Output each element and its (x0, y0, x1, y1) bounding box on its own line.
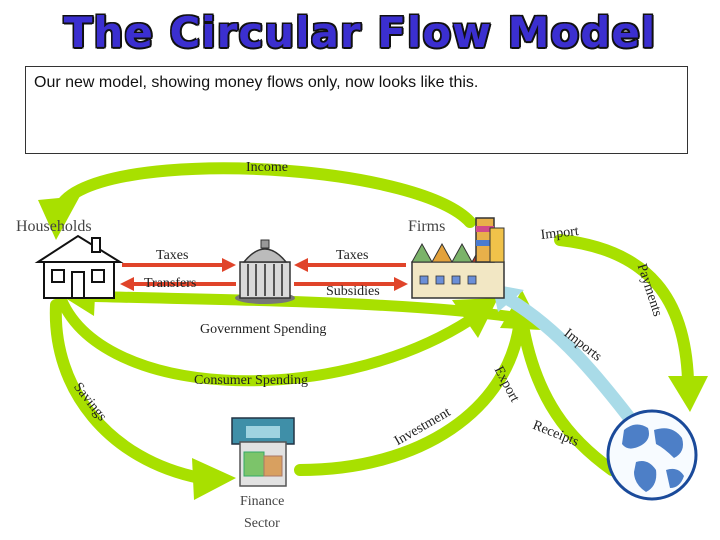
firms-label: Firms (408, 218, 446, 235)
subsidies-arrow (294, 277, 408, 291)
money-machine-icon (231, 417, 295, 487)
page-title: The Circular Flow Model (63, 8, 657, 57)
tax-arrow-households (122, 258, 236, 272)
caption-text: Our new model, showing money flows only,… (34, 74, 479, 91)
government-spending-label: Government Spending (200, 322, 327, 337)
finance-sector-label-line1: Finance (240, 494, 285, 509)
globe-icon (606, 409, 698, 501)
house-icon (34, 234, 124, 299)
consumer-spending-label: Consumer Spending (194, 373, 308, 388)
factory-icon (411, 217, 505, 299)
households-label: Households (16, 218, 92, 235)
savings-arrow (49, 299, 236, 500)
income-arrow (38, 162, 476, 240)
subsidies-label: Subsidies (326, 284, 380, 299)
government-building-icon (235, 239, 295, 304)
finance-sector-label-line2: Sector (244, 516, 280, 531)
income-label: Income (246, 160, 288, 175)
tax-arrow-firms (294, 258, 406, 272)
transfers-label: Transfers (144, 276, 197, 291)
taxes-right-label: Taxes (336, 248, 369, 263)
caption-box: Our new model, showing money flows only,… (25, 66, 688, 154)
receipts-arrow (516, 314, 618, 476)
transfers-arrow (120, 277, 236, 291)
payments-arrow (554, 234, 708, 412)
taxes-left-label: Taxes (156, 248, 189, 263)
